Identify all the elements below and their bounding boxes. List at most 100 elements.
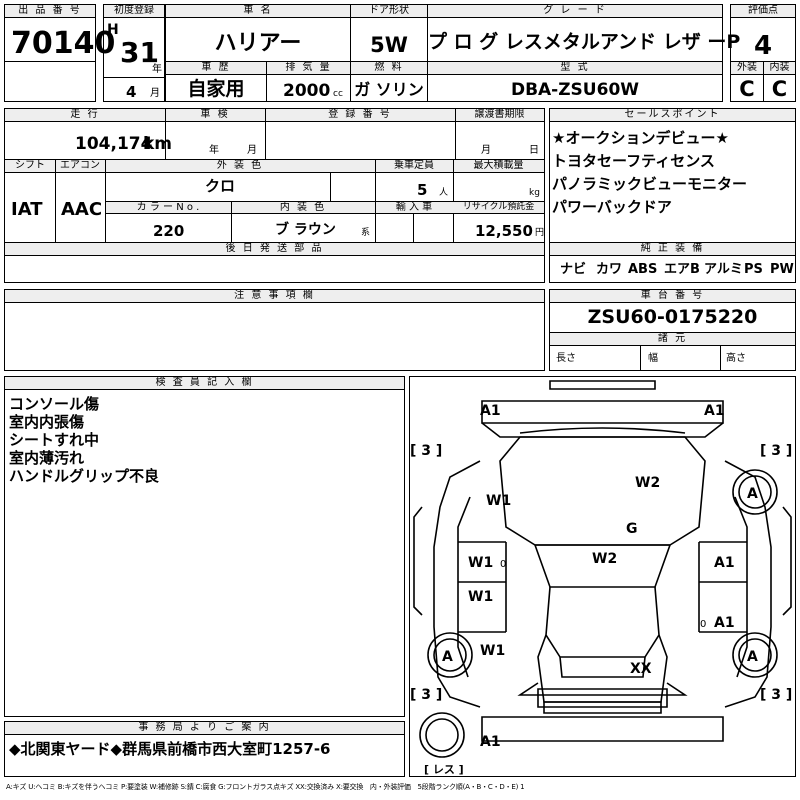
first-reg-box: 初度登録 H 31 年 4 月 (103, 4, 165, 102)
ac-label: エアコン (60, 160, 100, 171)
mark-a1-front-right: A1 (704, 403, 725, 419)
displacement-label: 排 気 量 (267, 62, 350, 75)
history-box: 車 歴 自家用 (165, 61, 267, 102)
model: DBA-ZSU60W (510, 80, 640, 100)
interior-score: C (771, 77, 788, 101)
mark-w1-left-door-front: W1 (468, 555, 493, 571)
mark-w2-hood: W2 (635, 475, 660, 491)
fuel: ガ ソリン (354, 80, 424, 99)
mark-xx-rear: XX (630, 661, 652, 677)
equipment-item: アルミ (704, 262, 743, 277)
grade-box: グ レ ー ド プ ロ グ レスメタルアンド レザ ーP (427, 4, 741, 62)
mark-w2-roof: W2 (592, 551, 617, 567)
mark-w1-left-quarter: W1 (480, 643, 505, 659)
score-label: 評価点 (731, 5, 795, 18)
reg-month: 4 (126, 83, 137, 101)
inspection-month-unit: 月 (247, 145, 257, 156)
equipment-item: カワ (596, 262, 623, 277)
mark-wheel-fr: A (747, 486, 758, 502)
exterior-score: C (739, 77, 755, 101)
mark-spare: [ レス ] (424, 763, 464, 776)
notes-label: 注 意 事 項 欄 (5, 290, 544, 303)
office-label: 事 務 局 よ り ご 案 内 (5, 722, 404, 735)
era: H (107, 22, 119, 38)
door-box: ドア形状 5W (350, 4, 428, 62)
transfer-day-unit: 日 (529, 145, 539, 156)
sales-points-label: セールスポイント (550, 109, 795, 122)
door-label: ドア形状 (351, 5, 427, 18)
mark-wheel-rr: A (747, 649, 758, 665)
mark-a1-rear-bumper: A1 (480, 734, 501, 750)
equipment-item: PW (770, 262, 794, 277)
later-parts-label: 後 日 発 送 部 品 (225, 243, 324, 254)
sales-point-item: パノラミックビューモニター (552, 175, 748, 193)
score-box: 評価点 4 (730, 4, 796, 62)
reg-no-label: 登 録 番 号 (328, 109, 392, 120)
mark-tire-fl: [ 3 ] (410, 443, 442, 459)
inspector-line: 室内内張傷 (9, 413, 85, 431)
shift-label: シフト (15, 160, 45, 171)
history: 自家用 (187, 78, 245, 100)
import-label: 輸 入 車 (395, 202, 433, 213)
load-unit: kg (529, 188, 540, 198)
sales-point-item: パワーバックドア (552, 198, 672, 216)
office-text: ◆北関東ヤード◆群馬県前橋市西大室町1257-6 (9, 740, 331, 758)
chassis-box: 車 台 番 号 ZSU60-0175220 諸 元 長さ 幅 高さ (549, 289, 796, 371)
inspection-year-unit: 年 (209, 145, 219, 156)
color-no-label: カ ラ ー N o . (136, 202, 200, 213)
int-color: ブ ラウン (275, 222, 336, 238)
specs-label: 諸 元 (550, 333, 795, 346)
month-unit: 月 (150, 88, 160, 99)
first-reg-label: 初度登録 (104, 5, 164, 18)
ext-color-label: 外 装 色 (216, 160, 264, 171)
damage-diagram: A1 A1 [ 3 ] [ 3 ] A W2 W1 G W1 W2 A1 W1 … (409, 376, 796, 777)
recycle: 12,550 (475, 222, 533, 240)
displacement-unit: cc (333, 89, 343, 99)
chassis-number: ZSU60-0175220 (587, 306, 758, 328)
grade: プ ロ グ レスメタルアンド レザ ーP (428, 31, 741, 53)
mark-a1-right-door-front: A1 (714, 555, 735, 571)
inspection-label: 車 検 (200, 109, 230, 120)
lot-box: 出 品 番 号 70140 (4, 4, 115, 102)
sales-point-item: トヨタセーフティセンス (552, 152, 715, 170)
capacity: 5 (417, 181, 428, 199)
mark-a1-right-door-rear: A1 (714, 615, 735, 631)
interior-label: 内装 (764, 62, 795, 75)
int-color-suffix: 系 (361, 228, 371, 238)
lot-number: 70140 (11, 26, 116, 61)
car-name: ハリアー (214, 31, 302, 56)
mark-zero-right: 0 (700, 619, 706, 630)
transfer-label: 譲渡書期限 (474, 109, 525, 120)
mileage-label: 走 行 (70, 109, 100, 120)
equipment-item: ABS (628, 262, 658, 277)
car-name-label: 車 名 (166, 5, 350, 18)
history-label: 車 歴 (166, 62, 266, 75)
car-outline-diagram: A1 A1 [ 3 ] [ 3 ] A W2 W1 G W1 W2 A1 W1 … (410, 380, 792, 776)
load-label: 最大積載量 (473, 160, 524, 171)
ext-color: クロ (205, 177, 236, 195)
interior-box: 内装 C (763, 61, 796, 102)
mark-wheel-rl: A (442, 649, 453, 665)
shift: IAT (11, 199, 43, 220)
length-label: 長さ (556, 353, 576, 364)
mark-tire-rr: [ 3 ] (760, 687, 792, 703)
inspector-line: コンソール傷 (9, 395, 100, 413)
score: 4 (753, 31, 773, 61)
details-box: 走 行 車 検 登 録 番 号 譲渡書期限 104,174 km 年 月 月 日… (4, 108, 545, 283)
notes-box: 注 意 事 項 欄 (4, 289, 545, 371)
recycle-label: リサイクル預託金 (462, 202, 535, 212)
mark-w1-left-fender: W1 (486, 493, 511, 509)
mark-tire-fr: [ 3 ] (760, 443, 792, 459)
inspector-box: 検 査 員 記 入 欄 コンソール傷 室内内張傷 シートすれ中 室内薄汚れ ハン… (4, 376, 405, 717)
width-label: 幅 (648, 353, 658, 364)
recycle-unit: 円 (535, 228, 545, 238)
exterior-label: 外装 (731, 62, 763, 75)
equipment-label: 純 正 装 備 (550, 243, 795, 256)
transfer-month-unit: 月 (481, 145, 491, 156)
year-unit: 年 (152, 64, 162, 75)
door-type: 5W (370, 33, 408, 57)
displacement-box: 排 気 量 2000 cc (266, 61, 351, 102)
sales-points-box: セールスポイント ★オークションデビュー★ トヨタセーフティセンス パノラミック… (549, 108, 796, 283)
mark-g-windshield: G (626, 521, 638, 537)
mileage: 104,174 (75, 134, 153, 154)
